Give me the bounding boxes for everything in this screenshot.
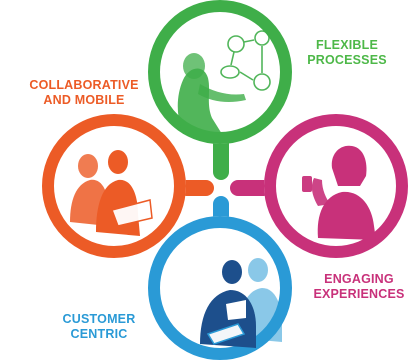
ring-flexible-processes (148, 0, 292, 144)
label-collaborative-mobile: COLLABORATIVE AND MOBILE (8, 78, 160, 108)
business-people-with-tablet-icon (200, 258, 282, 348)
woman-drawing-flowchart-icon (177, 30, 271, 134)
label-customer-centric: CUSTOMER CENTRIC (44, 312, 154, 342)
woman-with-phone-icon (302, 145, 376, 240)
label-line: CUSTOMER (62, 312, 136, 326)
women-with-laptop-icon (70, 150, 153, 236)
ring-customer-centric (148, 216, 292, 360)
label-line: AND MOBILE (43, 93, 125, 107)
label-line: PROCESSES (307, 53, 387, 67)
label-flexible-processes: FLEXIBLE PROCESSES (292, 38, 402, 68)
label-line: ENGAGING (324, 272, 394, 286)
label-line: CENTRIC (70, 327, 128, 341)
label-engaging-experiences: ENGAGING EXPERIENCES (306, 272, 412, 302)
label-line: EXPERIENCES (313, 287, 405, 301)
label-line: COLLABORATIVE (29, 78, 139, 92)
ring-engaging-experiences (264, 114, 408, 258)
ring-collaborative-mobile (42, 114, 186, 258)
label-line: FLEXIBLE (315, 38, 379, 52)
